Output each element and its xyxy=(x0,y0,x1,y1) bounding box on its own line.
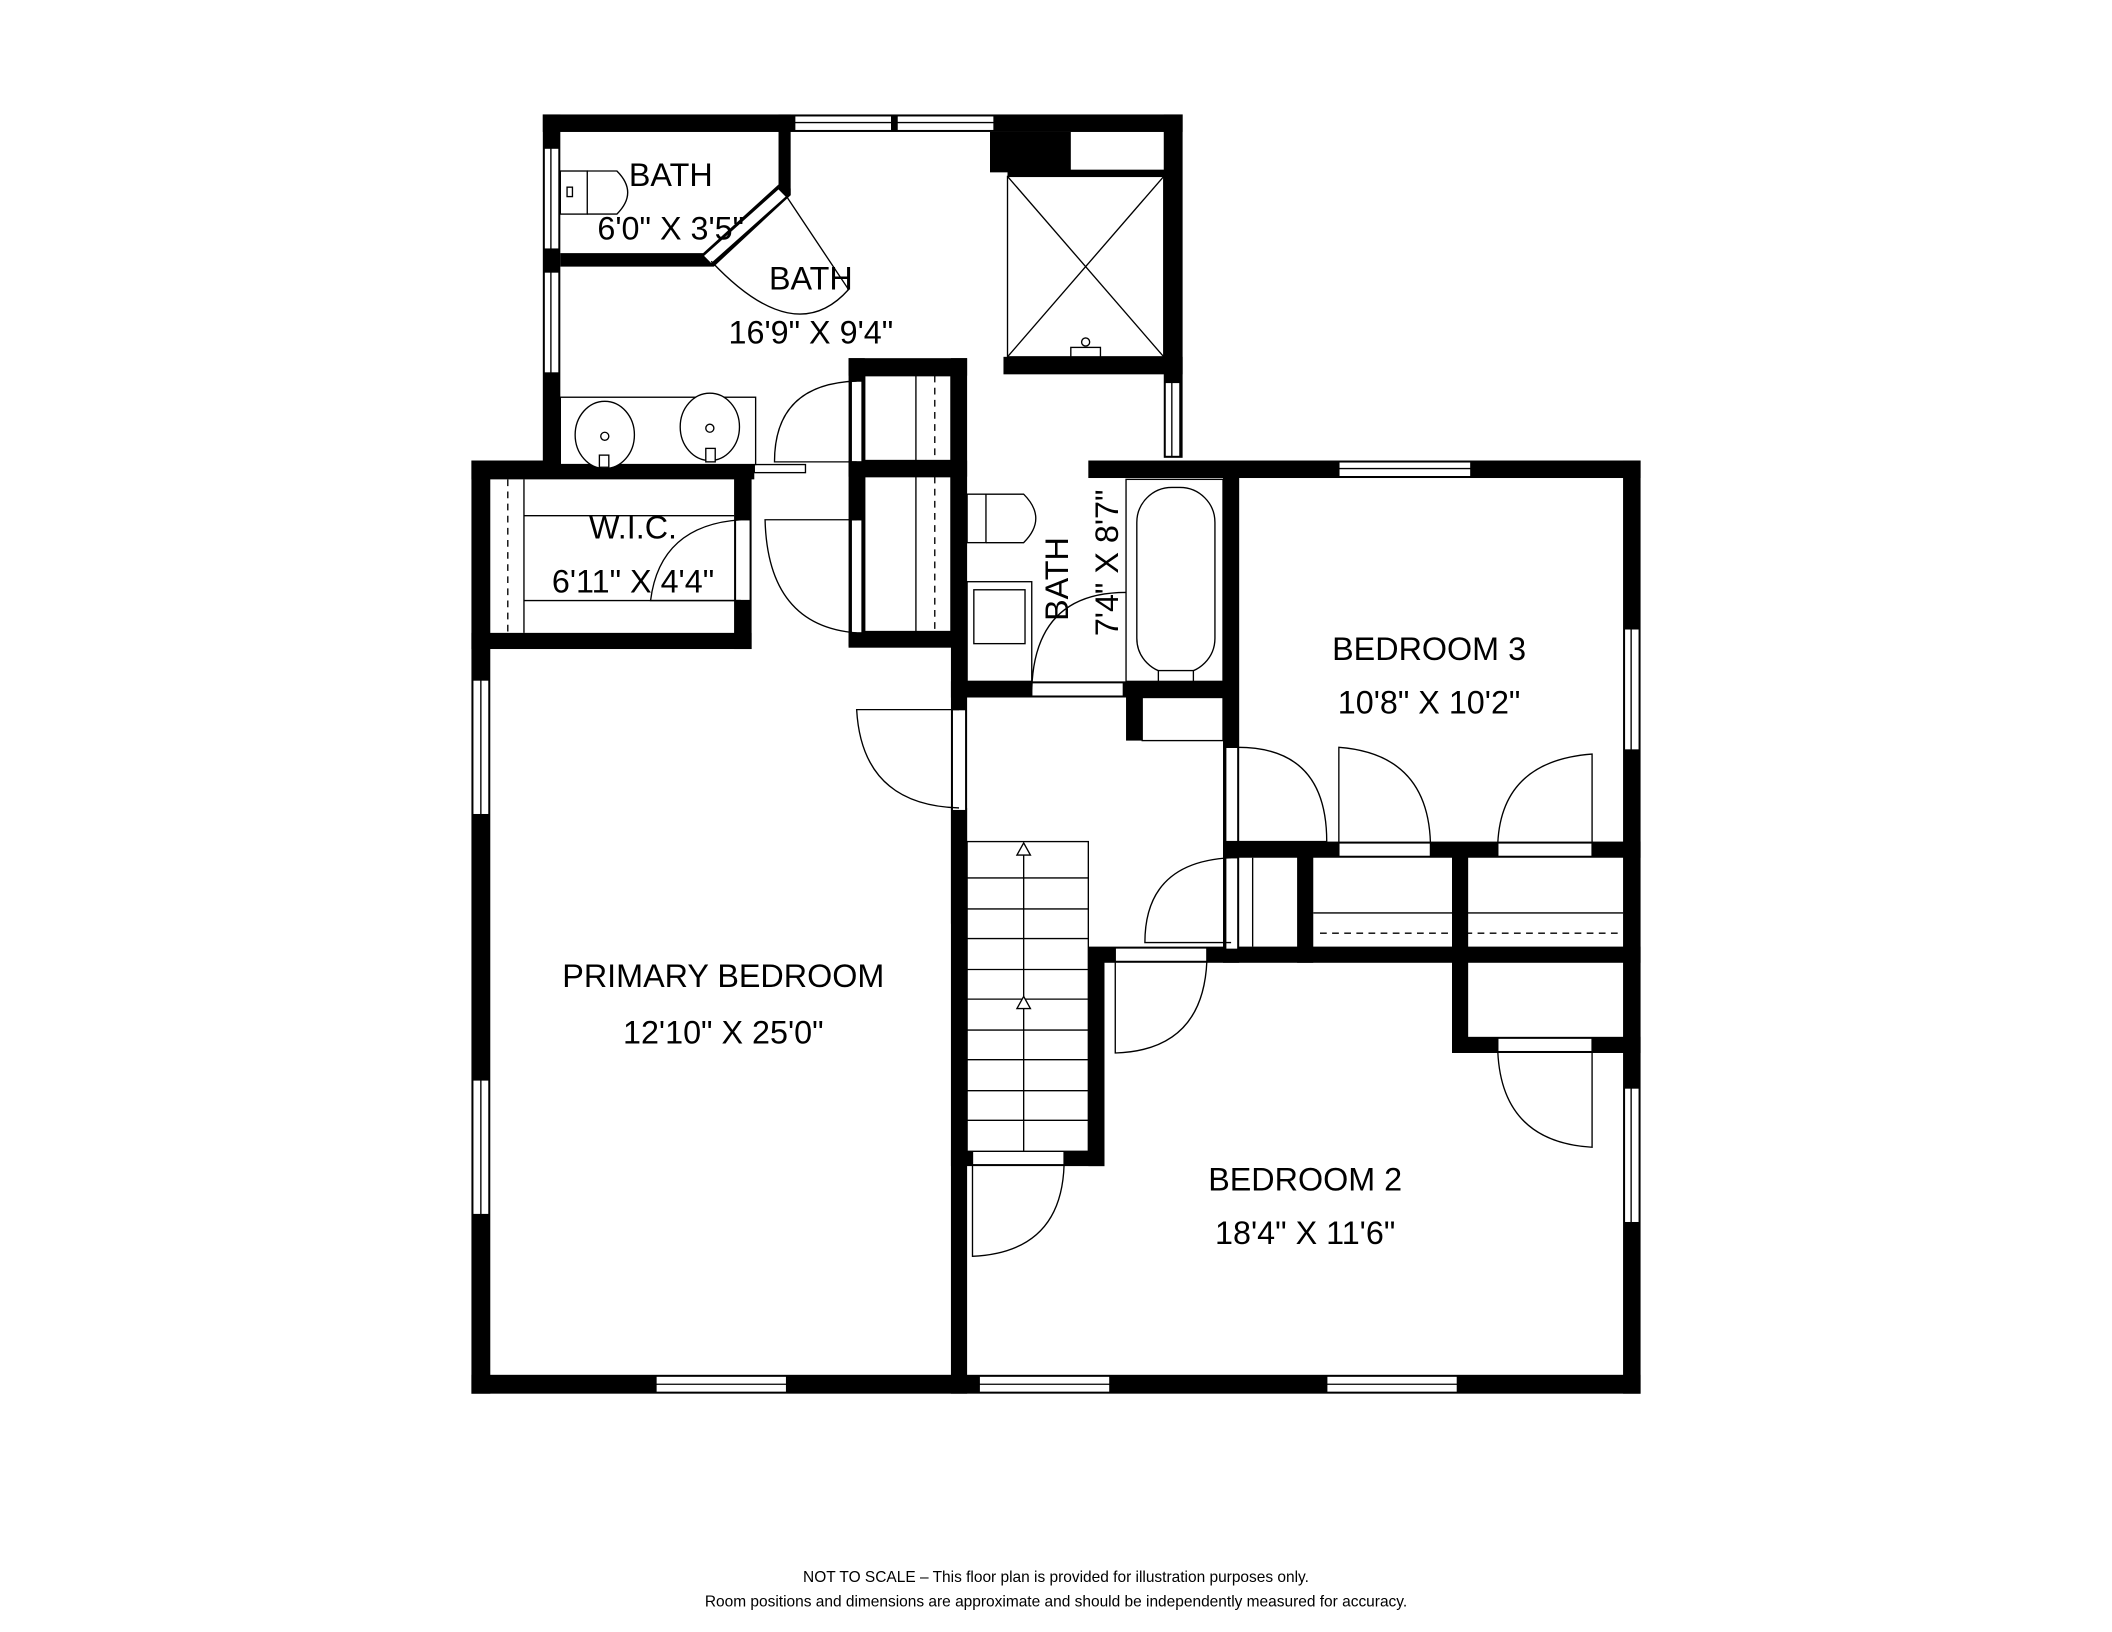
disclaimer-line-2: Room positions and dimensions are approx… xyxy=(705,1593,1407,1610)
room-dims-bath-master: 16'9" X 9'4" xyxy=(729,314,894,350)
disclaimer: NOT TO SCALE – This floor plan is provid… xyxy=(705,1569,1407,1610)
room-name-bedroom-2: BEDROOM 2 xyxy=(1208,1161,1402,1197)
room-dims-wic: 6'11" X 4'4" xyxy=(552,563,714,599)
stairs xyxy=(966,840,1089,1152)
fixtures xyxy=(507,170,1624,1152)
room-name-bath-master: BATH xyxy=(769,261,853,297)
room-dims-bedroom-2: 18'4" X 11'6" xyxy=(1215,1215,1395,1251)
room-name-wic: W.I.C. xyxy=(589,510,677,546)
room-dims-bath-hall: 7'4" X 8'7" xyxy=(1089,490,1125,637)
room-name-bath-hall: BATH xyxy=(1039,537,1075,621)
room-name-bath-small: BATH xyxy=(629,157,713,193)
windows xyxy=(472,115,1640,1393)
room-name-bedroom-3: BEDROOM 3 xyxy=(1332,631,1526,667)
room-labels: BATH 6'0" X 3'5" BATH 16'9" X 9'4" W.I.C… xyxy=(552,157,1526,1251)
disclaimer-line-1: NOT TO SCALE – This floor plan is provid… xyxy=(803,1569,1309,1586)
room-dims-bedroom-3: 10'8" X 10'2" xyxy=(1338,685,1521,721)
room-dims-primary-bedroom: 12'10" X 25'0" xyxy=(623,1015,824,1051)
doors xyxy=(649,187,1593,1258)
room-name-primary-bedroom: PRIMARY BEDROOM xyxy=(562,958,884,994)
room-dims-bath-small: 6'0" X 3'5" xyxy=(597,211,744,247)
